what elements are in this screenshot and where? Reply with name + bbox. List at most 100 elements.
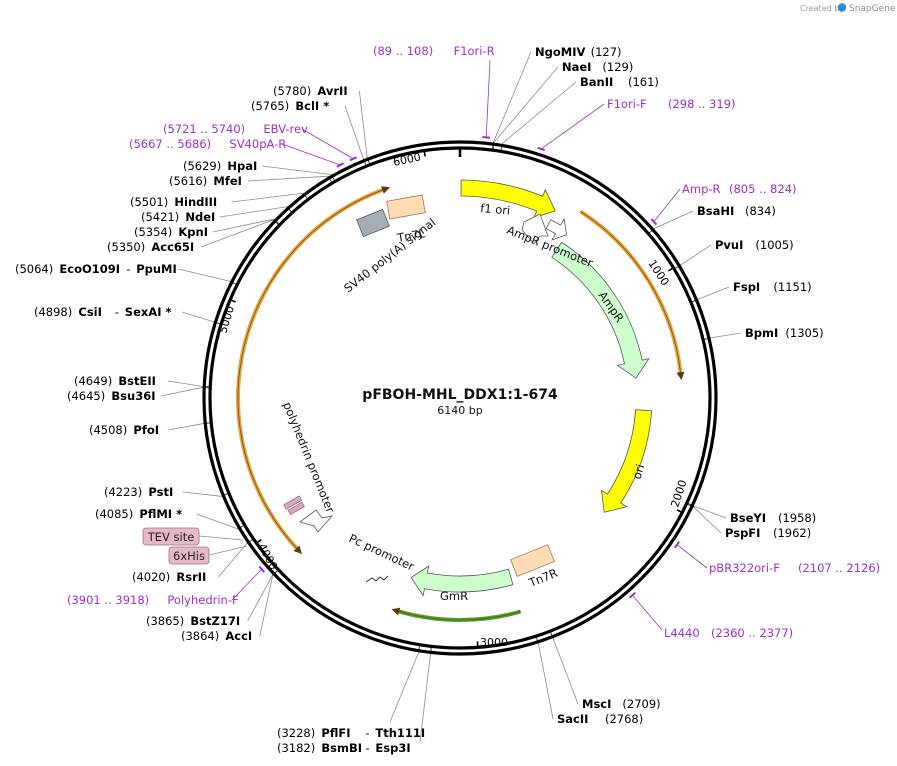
site-leader [259,575,274,637]
tick-mark [423,150,426,157]
site-leader [680,244,712,266]
site-bsahi: BsaHI(834) [697,204,776,218]
site-name: MscI [582,697,611,711]
site-alt-name: PpuMI [136,262,177,276]
primer-leader [281,143,341,166]
his-tag-badge: 6xHis [168,546,210,565]
site-name: Bsu36I [111,389,155,403]
primer-pbr322ori-f: pBR322ori-F(2107 .. 2126) [709,561,880,575]
site-alt-name: Tth111I [375,726,425,740]
site-separator: - [365,726,369,740]
site-leader [493,51,532,143]
site-ndei: (5421)NdeI [141,210,215,224]
site-leader [218,543,248,578]
site-name: BseYI [730,511,766,525]
site-pfoi: (4508)PfoI [89,423,159,437]
site-acci: (3864)AccI [181,629,252,643]
site-position: (4223) [104,485,142,499]
feature-arrows [283,179,653,597]
site-leader [710,332,742,339]
site-name: HpaI [227,159,257,173]
primer-mark [336,162,345,168]
site-alt-name: Esp3I [375,741,410,755]
tn7l-box [386,194,426,220]
site-name: BsmBI [321,741,362,755]
site-leader [493,66,559,143]
primer-name: Amp-R [682,182,721,196]
site-name: PflMI * [139,507,182,521]
tn7r-box [510,544,555,577]
ampr-promoter-head [521,213,549,245]
primer-mark [482,135,491,139]
primer-range: (5721 .. 5740) [163,122,245,136]
site-position: (4649) [74,374,112,388]
site-labels: NgoMIV(127)NaeI(129)BanII (161) BsaHI(834)… [15,44,880,755]
site-leader [196,513,238,530]
site-leader [182,491,222,497]
site-position: (2768) [605,712,643,726]
site-position: (5501) [130,195,168,209]
site-mfei: (5616)MfeI [169,174,242,188]
credit-text: Created by [800,4,844,13]
site-name: FspI [733,280,760,294]
site-name: CsiI [78,305,102,319]
site-leader [654,210,694,229]
site-leader [694,505,727,519]
primer-name: SV40pA-R [229,137,286,151]
site-name: BstZ17I [190,614,240,628]
site-leader [167,380,203,387]
site-name: PvuI [715,238,743,252]
site-leader [502,81,577,144]
site-fspi: FspI(1151) [733,280,812,294]
site-position: (834) [745,204,776,218]
site-position: (5354) [134,225,172,239]
site-alt-name: SexAI * [125,305,172,319]
site-ngomiv: NgoMIV(127) [535,45,622,59]
site-leader [219,206,287,218]
tick-mark [676,509,683,514]
gmr-arrow [410,565,514,597]
polyhedrin-promoter-arrow [299,509,334,533]
site-name: PstI [148,485,173,499]
primer-range: (805 .. 824) [729,182,797,196]
primer-mark [628,592,636,599]
ori-arrow [601,409,653,513]
primer-leader [301,128,354,160]
site-position: (4645) [67,389,105,403]
plasmid-size: 6140 bp [437,404,482,417]
site-leader [693,506,722,534]
site-banii: BanII (161) [580,75,659,89]
primer-l4440: L4440(2360 .. 2377) [664,626,793,640]
sv40-polya-box [356,208,390,238]
gmr-orf-arc-core [397,610,521,621]
site-leader [212,218,275,233]
site-position: (4020) [132,570,170,584]
site-name: PflFI [321,726,350,740]
site-name: AccI [225,629,252,643]
site-pspfi: PspFI(1962) [725,526,811,540]
site-name: KpnI [178,225,208,239]
primer-f1ori-f: F1ori-F(298 .. 319) [607,97,736,111]
site-leader [247,575,273,622]
site-name: EcoO109I [59,262,120,276]
primer-name: L4440 [664,626,700,640]
site-rsrii: (4020)RsrII [132,570,206,584]
site-position: (5780) [273,84,311,98]
f1-ori-label: f1 ori [480,201,511,218]
site-name: NgoMIV [535,45,585,59]
site-pflfi: (3228)PflFI-Tth111I [277,726,425,740]
site-name: PspFI [725,526,760,540]
pc-promoter-glyph [365,575,389,583]
site-naei: NaeI(129) [562,60,633,74]
site-name: BstEII [118,374,156,388]
site-bstz17i: (3865)BstZ17I [146,614,240,628]
primer-mark [258,565,265,573]
ampr-arrow [551,241,650,379]
site-csii: (4898)CsiI-SexAI * [34,305,172,319]
site-bsmbi: (3182)BsmBI-Esp3I [277,741,411,755]
primer-name: Polyhedrin-F [167,593,238,607]
site-leader [419,654,431,743]
site-position: (161) [628,75,659,89]
site-name: BanII [580,75,613,89]
